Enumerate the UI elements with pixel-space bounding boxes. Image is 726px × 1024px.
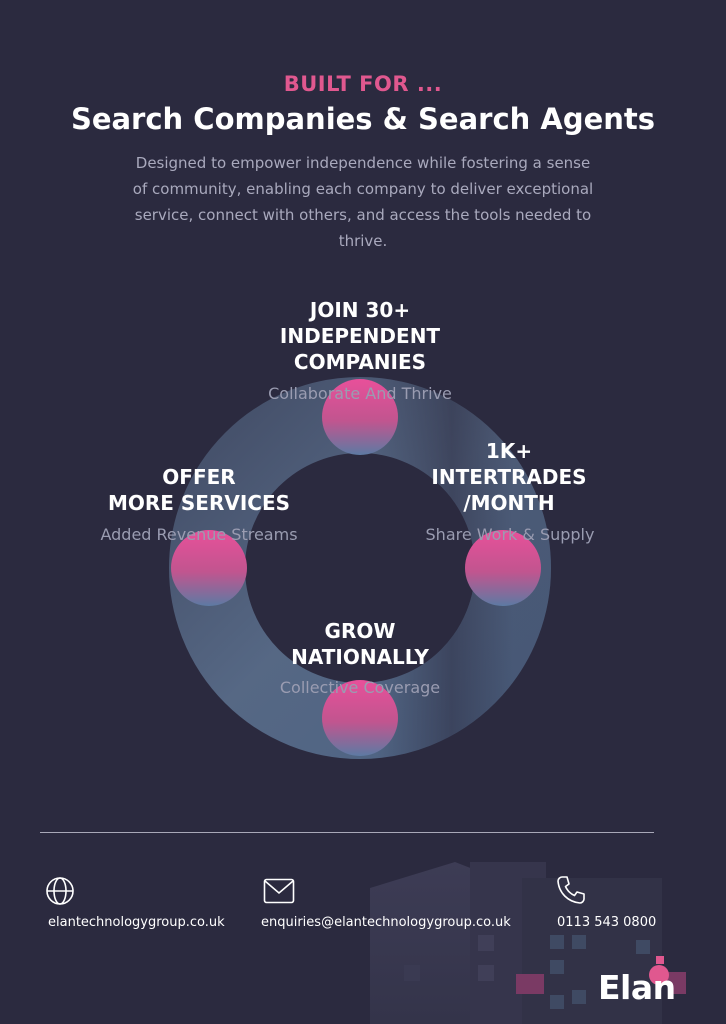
decorative-buildings-illustration [370, 862, 686, 1024]
node-right-heading: 1K+ INTERTRADES /MONTH [431, 439, 587, 515]
email-link[interactable]: enquiries@elantechnologygroup.co.uk [261, 915, 511, 930]
node-left-heading: OFFER MORE SERVICES [107, 465, 291, 515]
website-link[interactable]: elantechnologygroup.co.uk [48, 915, 225, 930]
node-top-subtitle: Collaborate And Thrive [268, 384, 452, 403]
node-left-subtitle: Added Revenue Streams [100, 525, 298, 544]
intro-paragraph: Designed to empower independence while f… [132, 154, 594, 250]
globe-icon [46, 877, 74, 905]
node-top-heading: JOIN 30+ INDEPENDENT COMPANIES [279, 298, 441, 374]
footer-divider [40, 832, 654, 833]
node-right [465, 530, 541, 606]
node-left [171, 530, 247, 606]
node-bottom-heading: GROW NATIONALLY [291, 619, 429, 669]
eyebrow-heading: BUILT FOR ... [283, 72, 443, 96]
node-bottom [322, 680, 398, 756]
node-right-subtitle: Share Work & Supply [425, 525, 595, 544]
elan-logo: Elan [598, 968, 676, 1007]
logo-dot [649, 965, 669, 985]
phone-icon [557, 876, 585, 904]
mail-icon [263, 878, 295, 904]
phone-number[interactable]: 0113 543 0800 [557, 915, 657, 930]
page-title: Search Companies & Search Agents [70, 102, 656, 136]
node-bottom-subtitle: Collective Coverage [279, 678, 441, 697]
node-top [322, 379, 398, 455]
